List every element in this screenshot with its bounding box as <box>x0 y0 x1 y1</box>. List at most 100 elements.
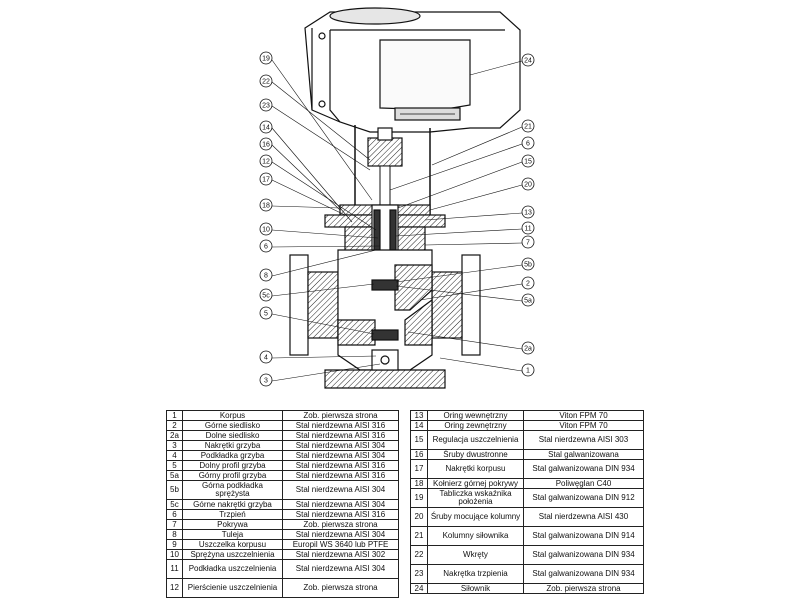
part-material: Stal galwanizowana DIN 934 <box>523 564 644 584</box>
callout-label: 7 <box>526 240 530 247</box>
part-name: Siłownik <box>427 583 524 594</box>
callout-24: 24 <box>469 53 535 76</box>
part-material: Stal nierdzewna AISI 304 <box>282 499 399 510</box>
part-name: Górne siedlisko <box>182 420 283 431</box>
part-number: 23 <box>410 564 428 584</box>
part-material: Stal nierdzewna AISI 304 <box>282 559 399 579</box>
callout-label: 20 <box>524 182 532 189</box>
part-number: 21 <box>410 526 428 546</box>
part-number: 9 <box>166 539 183 550</box>
callout-label: 19 <box>262 56 270 63</box>
part-name: Trzpień <box>182 509 283 520</box>
part-material: Poliwęglan C40 <box>523 478 644 489</box>
part-name: Nakrętki grzyba <box>182 440 283 451</box>
part-name: Wkręty <box>427 545 524 565</box>
callout-label: 18 <box>262 203 270 210</box>
callout-2: 2 <box>419 276 535 301</box>
valve-drawing: 19 22 23 14 16 12 17 18 10 6 8 5c 5 4 3 … <box>259 7 535 389</box>
part-material: Stal galwanizowana DIN 914 <box>523 526 644 546</box>
callout-7: 7 <box>424 235 535 249</box>
callout-label: 5c <box>262 293 270 300</box>
callouts-left: 19 22 23 14 16 12 17 18 10 6 8 5c 5 4 3 <box>259 51 381 387</box>
part-name: Korpus <box>182 410 283 421</box>
part-name: Nakrętki korpusu <box>427 459 524 479</box>
callout-label: 1 <box>526 368 530 375</box>
callout-22: 22 <box>259 74 371 161</box>
part-number: 19 <box>410 488 428 508</box>
part-number: 14 <box>410 420 428 431</box>
part-number: 7 <box>166 519 183 530</box>
part-number: 5 <box>166 460 183 471</box>
callout-20: 20 <box>429 177 535 211</box>
part-number: 2a <box>166 430 183 441</box>
part-material: Stal nierdzewna AISI 316 <box>282 420 399 431</box>
part-number: 6 <box>166 509 183 520</box>
callout-label: 12 <box>262 159 270 166</box>
callout-label: 10 <box>262 227 270 234</box>
part-material: Europil WS 3640 lub PTFE <box>282 539 399 550</box>
callout-3: 3 <box>259 363 381 387</box>
callout-13: 13 <box>424 205 535 221</box>
part-number: 5c <box>166 499 183 510</box>
callout-label: 5a <box>524 298 532 305</box>
callout-14: 14 <box>259 120 353 223</box>
part-name: Górny profil grzyba <box>182 470 283 481</box>
callout-1: 1 <box>439 357 535 377</box>
part-material: Stal galwanizowana DIN 934 <box>523 545 644 565</box>
callout-5b: 5b <box>395 257 535 283</box>
callout-label: 21 <box>524 124 532 131</box>
part-name: Sprężyna uszczelnienia <box>182 549 283 560</box>
part-number: 24 <box>410 583 428 594</box>
callout-12: 12 <box>259 154 377 231</box>
part-material: Zob. pierwsza strona <box>282 410 399 421</box>
callout-label: 5b <box>524 262 532 269</box>
callout-label: 6 <box>526 141 530 148</box>
part-name: Górne nakrętki grzyba <box>182 499 283 510</box>
part-material: Stal galwanizowana DIN 912 <box>523 488 644 508</box>
valve-body <box>289 249 481 389</box>
part-material: Stal nierdzewna AISI 430 <box>523 507 644 527</box>
part-material: Viton FPM 70 <box>523 420 644 431</box>
part-name: Podkładka uszczelnienia <box>182 559 283 579</box>
part-number: 20 <box>410 507 428 527</box>
callout-label: 8 <box>264 273 268 280</box>
part-number: 12 <box>166 578 183 598</box>
callout-23: 23 <box>259 98 371 171</box>
callout-5c: 5c <box>259 283 375 302</box>
part-material: Zob. pierwsza strona <box>282 519 399 530</box>
part-number: 10 <box>166 549 183 560</box>
callout-19: 19 <box>259 51 373 201</box>
part-material: Stal nierdzewna AISI 316 <box>282 509 399 520</box>
part-name: Kolumny siłownika <box>427 526 524 546</box>
part-material: Stal nierdzewna AISI 302 <box>282 549 399 560</box>
callouts-right: 24 21 6 15 20 13 11 7 5b 2 5a 2a 1 <box>389 53 535 377</box>
callout-label: 6 <box>264 244 268 251</box>
part-name: Śruby mocujące kolumny <box>427 507 524 527</box>
callout-label: 5 <box>264 311 268 318</box>
callout-label: 11 <box>524 226 531 233</box>
callout-label: 2a <box>524 346 532 353</box>
callout-11: 11 <box>395 221 535 237</box>
part-material: Stal nierdzewna AISI 316 <box>282 470 399 481</box>
part-name: Górna podkładka sprężysta <box>182 480 283 500</box>
actuator <box>304 7 521 215</box>
